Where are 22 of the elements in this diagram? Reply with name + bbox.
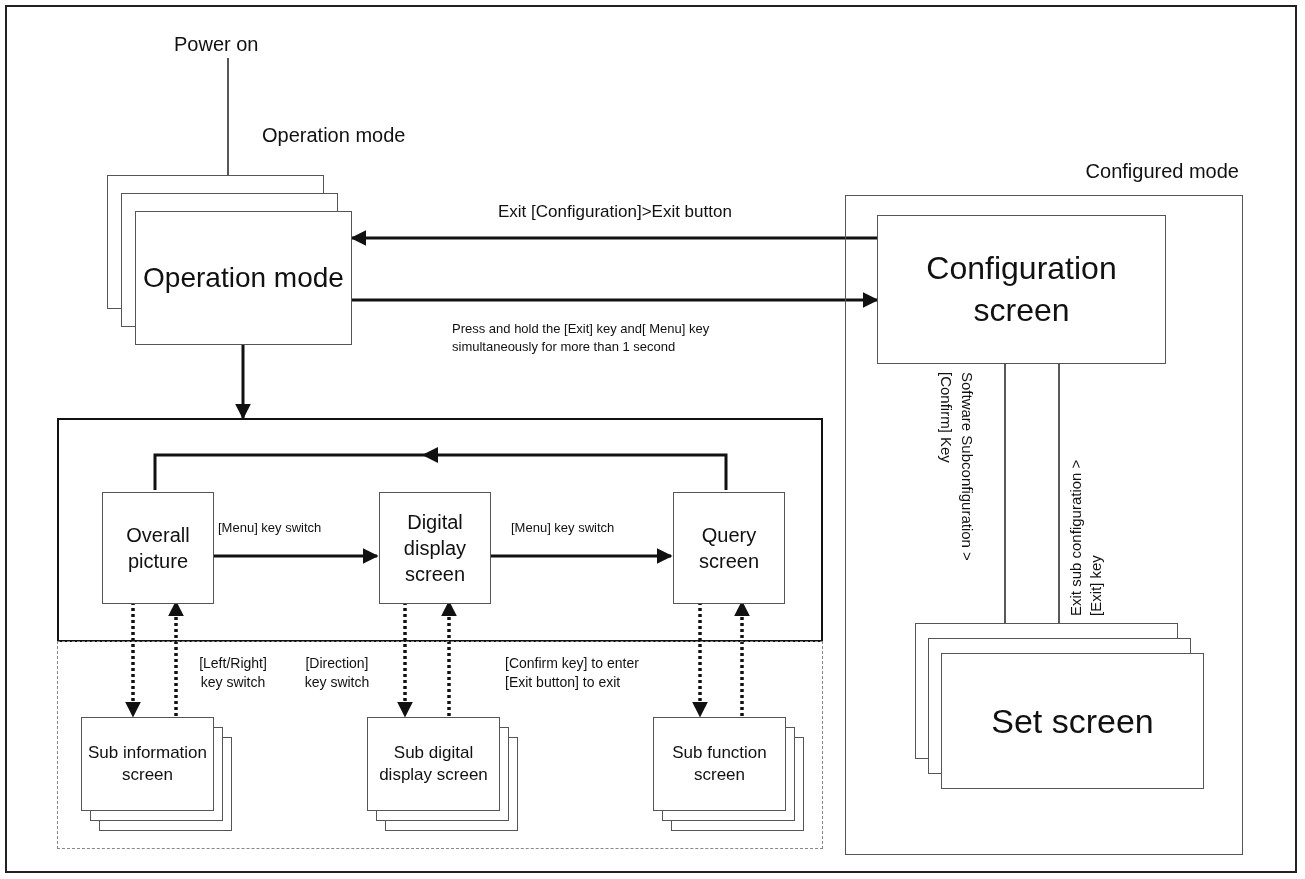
screen-box [379, 492, 491, 604]
node-label: Sub information screen [86, 741, 209, 786]
node-label: Digital display screen [402, 510, 468, 587]
group-heading: Configured mode [1085, 160, 1239, 183]
stack-caption: Operation mode [262, 124, 406, 147]
screen-stack [367, 717, 518, 831]
node-label: Set screen [990, 700, 1155, 742]
node-label: Sub function screen [671, 741, 768, 786]
screen-box [102, 492, 214, 604]
node-label: Configuration screen [925, 248, 1118, 330]
node-label: Operation mode [142, 260, 345, 295]
group-box [57, 418, 823, 642]
node-label: Power on [173, 32, 260, 57]
node-label: Overall picture [125, 523, 191, 574]
screen-box [673, 492, 785, 604]
screen-stack [915, 623, 1204, 789]
screen-stack [107, 175, 352, 345]
node-label: Sub digital display screen [378, 741, 489, 786]
screen-box [877, 215, 1166, 364]
screen-stack [81, 717, 232, 831]
node-label: Query screen [698, 523, 760, 574]
screen-stack [653, 717, 804, 831]
